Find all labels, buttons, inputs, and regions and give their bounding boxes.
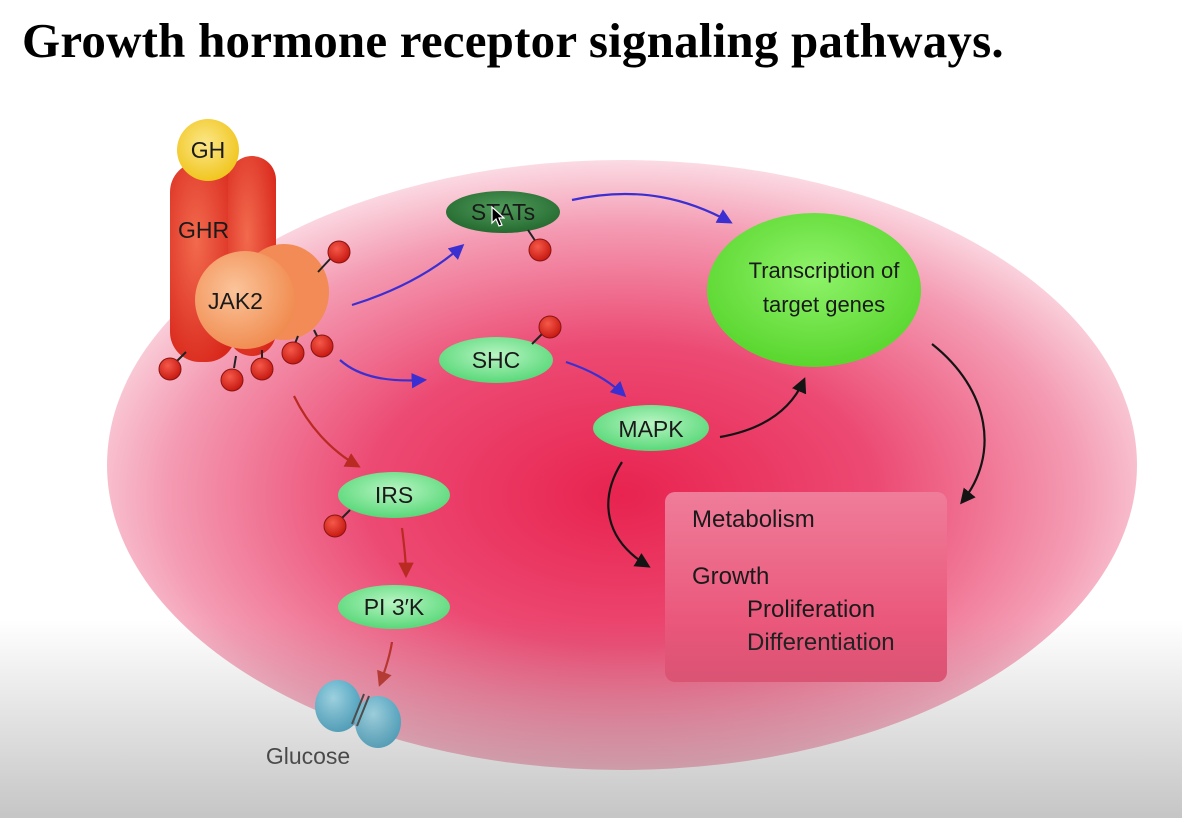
arrow-jak2-to-irs	[293, 395, 361, 468]
arrow-mapk-to-transcription	[719, 377, 807, 439]
gh-ligand	[177, 119, 239, 181]
pi3k-label: PI 3′K	[364, 594, 425, 620]
glucose-label: Glucose	[266, 743, 350, 769]
growth-label: Growth	[692, 563, 769, 590]
gh-label: GH	[191, 137, 226, 163]
phosphate-icon	[158, 357, 182, 381]
phosphate-icon	[528, 238, 552, 262]
shc-node	[439, 337, 553, 383]
pi3k-node	[338, 585, 450, 629]
mapk-node	[593, 405, 709, 451]
arrow-mapk-to-outcomes	[607, 461, 651, 568]
arrow-transcription-to-outcomes	[931, 343, 986, 505]
differentiation-label: Differentiation	[747, 629, 895, 656]
transcription-label-line1: Transcription of	[749, 258, 901, 283]
slide-title: Growth hormone receptor signaling pathwa…	[22, 13, 1004, 68]
jak2-kinase	[195, 244, 329, 349]
arrow-irs-to-pi3k	[398, 527, 414, 579]
phosphate-icon	[310, 334, 334, 358]
mouse-cursor-icon	[491, 206, 505, 227]
arrow-shc-to-mapk	[565, 360, 627, 398]
transcription-label-line2: target genes	[763, 292, 885, 317]
shc-label: SHC	[472, 347, 521, 373]
phosphate-icon	[220, 368, 244, 392]
phosphate-icon	[281, 341, 305, 365]
mapk-label: MAPK	[618, 416, 684, 442]
irs-label: IRS	[375, 482, 413, 508]
arrow-stats-to-transcription	[571, 192, 733, 224]
stats-node	[446, 191, 560, 233]
proliferation-label: Proliferation	[747, 596, 875, 623]
phosphate-icon	[327, 240, 351, 264]
arrow-jak2-to-stats	[351, 243, 465, 307]
phosphate-icon	[323, 514, 347, 538]
irs-node	[338, 472, 450, 518]
ghr-label: GHR	[178, 217, 229, 243]
phosphate-icon	[538, 315, 562, 339]
jak2-label: JAK2	[208, 288, 263, 314]
phosphate-icon	[250, 357, 274, 381]
receptor-phosphates	[158, 240, 351, 392]
transcription-node	[707, 213, 921, 367]
stats-label: STATs	[471, 199, 535, 225]
metabolism-label: Metabolism	[692, 506, 815, 533]
arrow-jak2-to-shc	[339, 359, 428, 389]
